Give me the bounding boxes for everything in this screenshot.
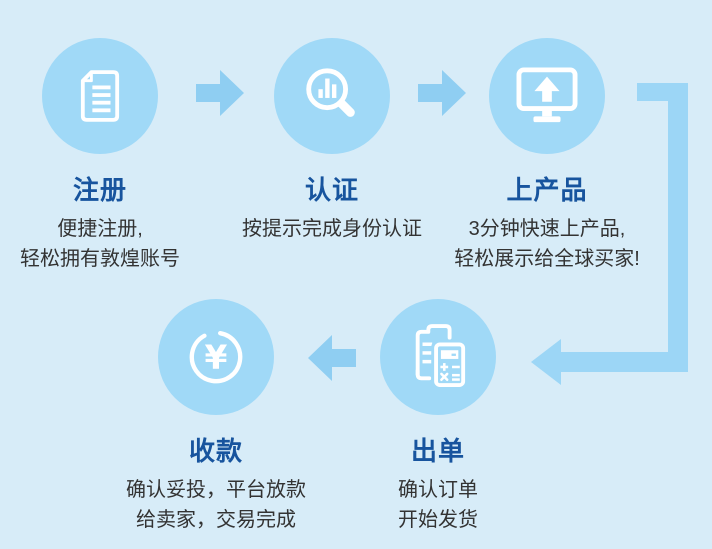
step-title: 注册 xyxy=(72,175,127,205)
desc-line: 确认订单 xyxy=(398,479,478,501)
desc-line: 轻松展示给全球买家! xyxy=(454,248,640,270)
document-icon xyxy=(80,70,120,122)
desc-line: 3分钟快速上产品, xyxy=(468,218,626,240)
step-description: 按提示完成身份认证 xyxy=(192,214,472,244)
step-verify-circle xyxy=(274,38,390,154)
step-get-order: 出单 确认订单 开始发货 xyxy=(298,299,578,535)
monitor-upload-icon xyxy=(516,67,578,123)
yuan-coin-icon: ¥ xyxy=(189,330,243,384)
step-description: 便捷注册, 轻松拥有敦煌账号 xyxy=(0,214,240,274)
step-description: 确认订单 开始发货 xyxy=(298,475,578,535)
step-title: 上产品 xyxy=(506,175,588,205)
connector-bottom-bar xyxy=(561,352,688,372)
connector-arrowhead-left xyxy=(531,339,561,385)
desc-line: 给卖家，交易完成 xyxy=(136,509,296,531)
step-upload-product: 上产品 3分钟快速上产品, 轻松展示给全球买家! xyxy=(407,38,687,274)
yuan-glyph: ¥ xyxy=(205,338,228,377)
step-description: 3分钟快速上产品, 轻松展示给全球买家! xyxy=(407,214,687,274)
arrow-register-to-verify xyxy=(196,70,244,116)
step-upload-product-circle xyxy=(489,38,605,154)
step-verify: 认证 按提示完成身份认证 xyxy=(192,38,472,244)
desc-line: 按提示完成身份认证 xyxy=(242,218,422,240)
step-get-order-circle xyxy=(380,299,496,415)
order-calculator-icon xyxy=(415,324,468,390)
step-receive-payment: ¥ 收款 确认妥投，平台放款 给卖家，交易完成 xyxy=(76,299,356,535)
step-title: 收款 xyxy=(188,436,243,466)
connector-vertical-bar xyxy=(668,83,688,372)
step-title: 认证 xyxy=(304,175,359,205)
magnifier-chart-icon xyxy=(306,68,355,117)
step-title: 出单 xyxy=(410,436,465,466)
step-description: 确认妥投，平台放款 给卖家，交易完成 xyxy=(76,475,356,535)
desc-line: 轻松拥有敦煌账号 xyxy=(20,248,180,270)
desc-line: 确认妥投，平台放款 xyxy=(126,479,306,501)
step-register: 注册 便捷注册, 轻松拥有敦煌账号 xyxy=(0,38,240,274)
step-receive-payment-circle: ¥ xyxy=(158,299,274,415)
arrow-order-to-payment xyxy=(308,335,356,381)
desc-line: 便捷注册, xyxy=(57,218,143,240)
arrow-verify-to-upload xyxy=(418,70,466,116)
step-register-circle xyxy=(42,38,158,154)
desc-line: 开始发货 xyxy=(398,509,478,531)
